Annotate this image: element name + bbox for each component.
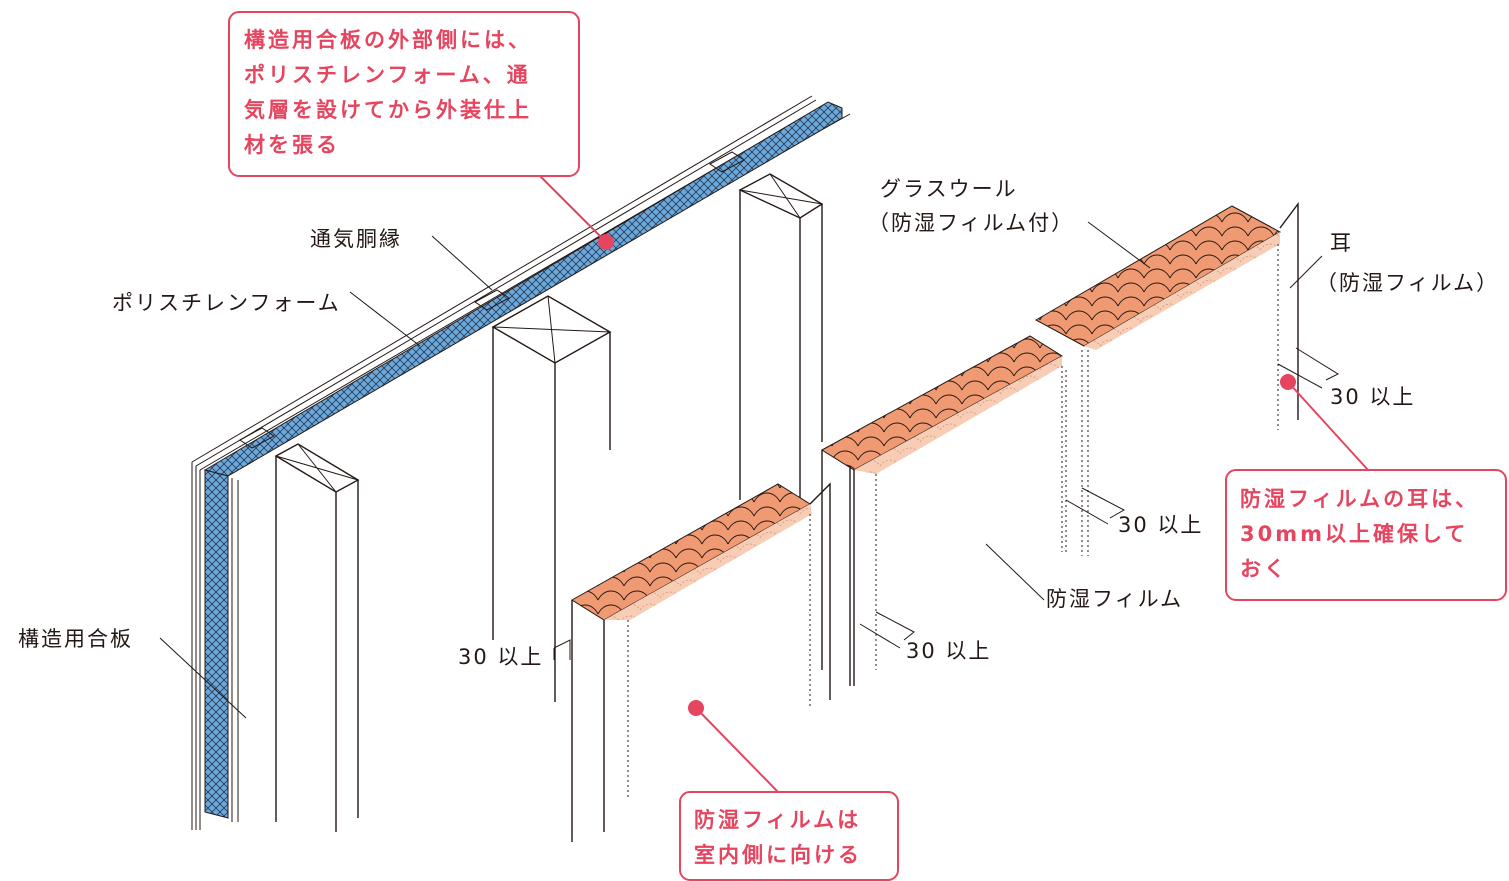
glass-wool-batts (571, 201, 1299, 842)
callout-right-line: 30mm以上確保して (1240, 522, 1468, 546)
callout-top-line: 構造用合板の外部側には、 (244, 28, 532, 52)
stud-posts (274, 173, 824, 832)
glass-wool-batt-1 (571, 483, 811, 621)
exterior-wall-layers (191, 95, 851, 830)
dimension-label: 30 以上 (1330, 385, 1415, 409)
dimension-marks (553, 347, 1340, 660)
label-polystyrene-foam: ポリスチレンフォーム (112, 291, 341, 315)
callout-top-line: 材を張る (244, 133, 340, 157)
polystyrene-foam-side (204, 469, 229, 819)
callout-right: 防湿フィルムの耳は、 30mm以上確保して おく (1225, 469, 1507, 601)
callout-top-line: ポリスチレンフォーム、通 (244, 63, 531, 87)
callout-bottom: 防湿フィルムは 室内側に向ける (679, 791, 899, 881)
label-vent-batten: 通気胴縁 (310, 227, 402, 251)
callout-bottom-line: 防湿フィルムは (694, 808, 861, 832)
dimension-label: 30 以上 (906, 639, 991, 663)
callout-bottom-line: 室内側に向ける (694, 843, 862, 867)
label-structural-plywood: 構造用合板 (18, 627, 133, 651)
label-ear-sub: （防湿フィルム） (1316, 271, 1499, 295)
label-vapor-film: 防湿フィルム (1046, 587, 1183, 611)
label-glass-wool-sub: （防湿フィルム付） (868, 211, 1074, 235)
leader-lines (159, 175, 1369, 793)
callout-top: 構造用合板の外部側には、 ポリスチレンフォーム、通 気層を設けてから外装仕上 材… (228, 11, 580, 177)
callout-right-line: おく (1240, 557, 1288, 581)
callout-top-line: 気層を設けてから外装仕上 (244, 98, 532, 122)
label-ear: 耳 (1330, 231, 1353, 255)
dimension-label: 30 以上 (1118, 513, 1203, 537)
label-glass-wool: グラスウール (880, 177, 1018, 201)
callout-right-line: 防湿フィルムの耳は、 (1240, 487, 1479, 511)
glass-wool-batt-2 (821, 335, 1063, 471)
dimension-label: 30 以上 (458, 645, 543, 669)
